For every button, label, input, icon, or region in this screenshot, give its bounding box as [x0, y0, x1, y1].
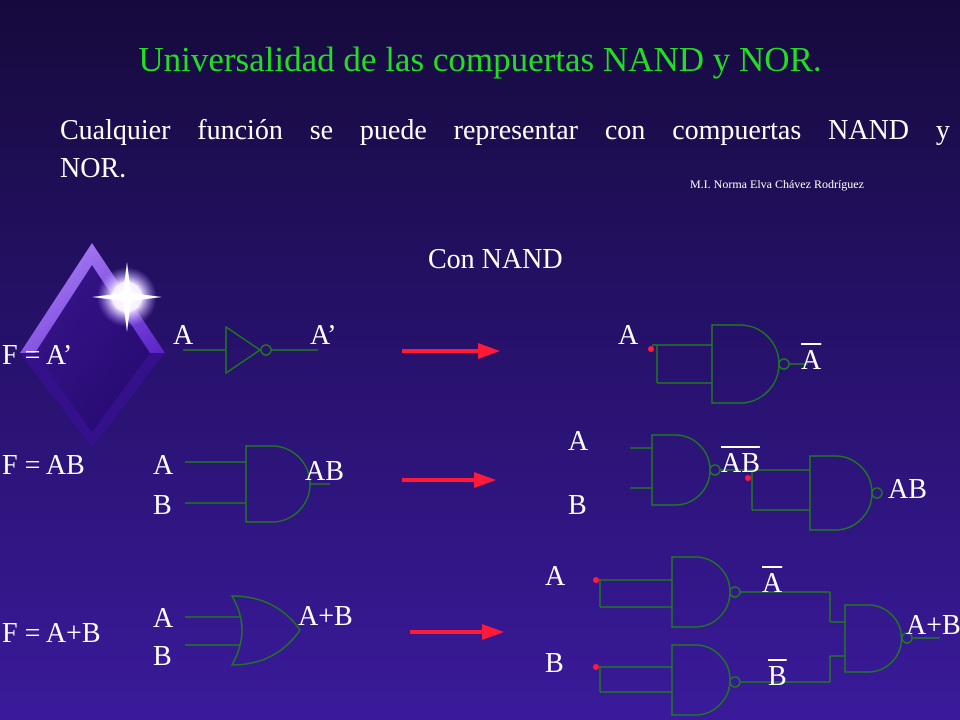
nand-or-mid-a-label: A: [762, 568, 783, 599]
nand-gate-inverter: [652, 324, 808, 404]
subtitle-word: con: [604, 115, 646, 146]
nand-gate-or-out: [790, 591, 940, 683]
nand-or-mid-b-label: B: [768, 661, 787, 692]
node-dot: [648, 346, 654, 352]
arrow-right-icon: [410, 624, 504, 640]
node-dot: [593, 664, 599, 670]
subtitle-word: Cualquier: [60, 115, 171, 146]
or-input-a-label: A: [153, 603, 174, 634]
not-output-label: A’: [310, 320, 337, 351]
not-gate: [183, 325, 318, 375]
subtitle-word: puede: [359, 115, 427, 146]
and-output-label: AB: [305, 456, 344, 487]
function-label-or: F = A+B: [2, 618, 101, 649]
diamond-sparkle-icon: [20, 243, 165, 448]
subtitle-line-2: NOR.: [60, 153, 127, 184]
subtitle-word: representar: [453, 115, 578, 146]
function-label-not: F = A’: [2, 340, 73, 371]
and-input-b-label: B: [153, 490, 172, 521]
arrow-right-icon: [402, 343, 500, 359]
subtitle-word: función: [197, 115, 283, 146]
function-label-and: F = AB: [2, 450, 85, 481]
nand-and-input-b-label: B: [568, 490, 587, 521]
and-gate: [185, 445, 330, 523]
section-label: Con NAND: [428, 244, 563, 275]
nand-gate-or-b: [595, 644, 790, 716]
nand-or-input-b-label: B: [545, 648, 564, 679]
or-input-b-label: B: [153, 641, 172, 672]
subtitle-line-1: Cualquier función se puede representar c…: [60, 117, 950, 145]
nand-gate-and-2: [751, 455, 883, 531]
nand-and-mid-label: AB: [721, 448, 760, 479]
author-credit: M.I. Norma Elva Chávez Rodríguez: [690, 177, 864, 191]
node-dot: [745, 475, 751, 481]
subtitle-word: y: [935, 115, 950, 146]
arrow-right-icon: [402, 472, 496, 488]
subtitle-word: NAND: [828, 115, 910, 146]
subtitle-word: se: [309, 115, 334, 146]
node-dot: [593, 577, 599, 583]
and-input-a-label: A: [153, 450, 174, 481]
nand-and-output-label: AB: [888, 474, 927, 505]
nand-and-input-a-label: A: [568, 426, 589, 457]
subtitle-word: compuertas: [672, 115, 802, 146]
or-gate: [185, 595, 301, 666]
nand-gate-or-a: [595, 556, 790, 628]
page-title: Universalidad de las compuertas NAND y N…: [138, 40, 822, 79]
nand-gate-and-1: [630, 434, 810, 506]
nand-not-output-label: A: [801, 345, 822, 376]
nand-or-output-label: A+B: [906, 610, 960, 641]
or-output-label: A+B: [298, 601, 353, 632]
nand-or-input-a-label: A: [545, 561, 566, 592]
nand-not-input-label: A: [618, 320, 639, 351]
not-input-label: A: [173, 320, 194, 351]
